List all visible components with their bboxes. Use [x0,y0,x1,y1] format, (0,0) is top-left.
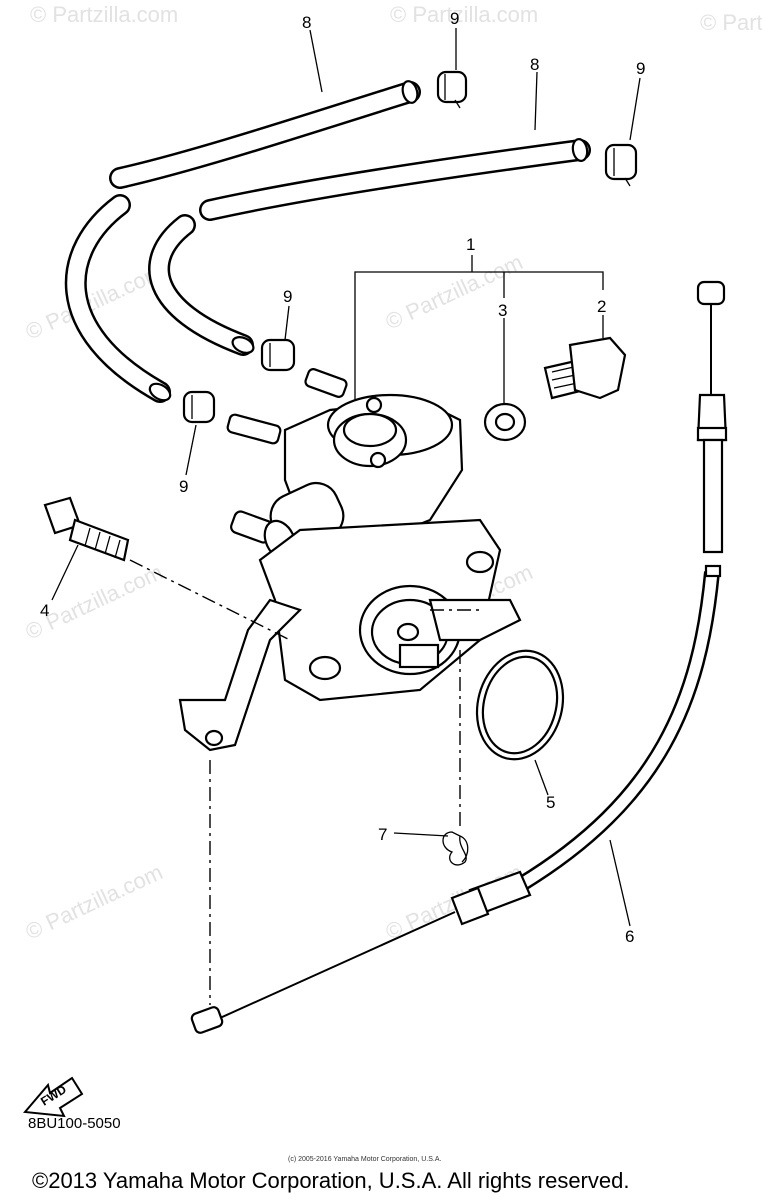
hose-clip [604,143,638,187]
callout-9: 9 [636,59,645,78]
callout-4: 4 [40,601,49,620]
pump-nipple [304,368,348,398]
callout-9: 9 [179,477,188,496]
watermark: © Partzilla.com [700,10,762,35]
hose-clip [182,390,216,424]
watermark: © Partzilla.com [390,2,538,27]
bolt [543,336,627,400]
drawing-code: 8BU100-5050 [28,1115,121,1132]
small-copyright: (c) 2005-2016 Yamaha Motor Corporation, … [288,1156,442,1163]
callout-2: 2 [597,297,606,316]
callouts: 8 9 8 9 1 3 2 9 9 4 5 7 6 [40,9,645,946]
fuel-pump [178,368,522,752]
copyright-notice: ©2013 Yamaha Motor Corporation, U.S.A. A… [32,1168,630,1193]
callout-6: 6 [625,927,634,946]
hose-upper-left [109,80,421,189]
hose-clip [436,70,468,109]
callout-5: 5 [546,793,555,812]
pump-nipple [226,413,282,445]
o-ring [475,649,565,761]
spring-clip [442,831,469,866]
hose-clip [260,338,296,372]
callout-8: 8 [302,13,311,32]
callout-8: 8 [530,55,539,74]
washer [483,402,527,442]
assembly-lines [129,559,480,1005]
leader-lines [51,28,641,927]
control-cable [190,280,728,1034]
watermark: © Partzilla.com [22,859,167,944]
callout-1: 1 [466,235,475,254]
callout-3: 3 [498,301,507,320]
callout-7: 7 [378,825,387,844]
forward-arrow-icon: FWD [23,1076,84,1118]
hose-upper-right [199,137,591,221]
screw [43,496,130,562]
hose-left-loop [64,194,172,403]
callout-9: 9 [283,287,292,306]
hose-inner-loop [148,214,255,356]
watermark: © Partzilla.com [30,2,178,27]
callout-9: 9 [450,9,459,28]
watermark: © Partzilla.com [382,249,527,334]
